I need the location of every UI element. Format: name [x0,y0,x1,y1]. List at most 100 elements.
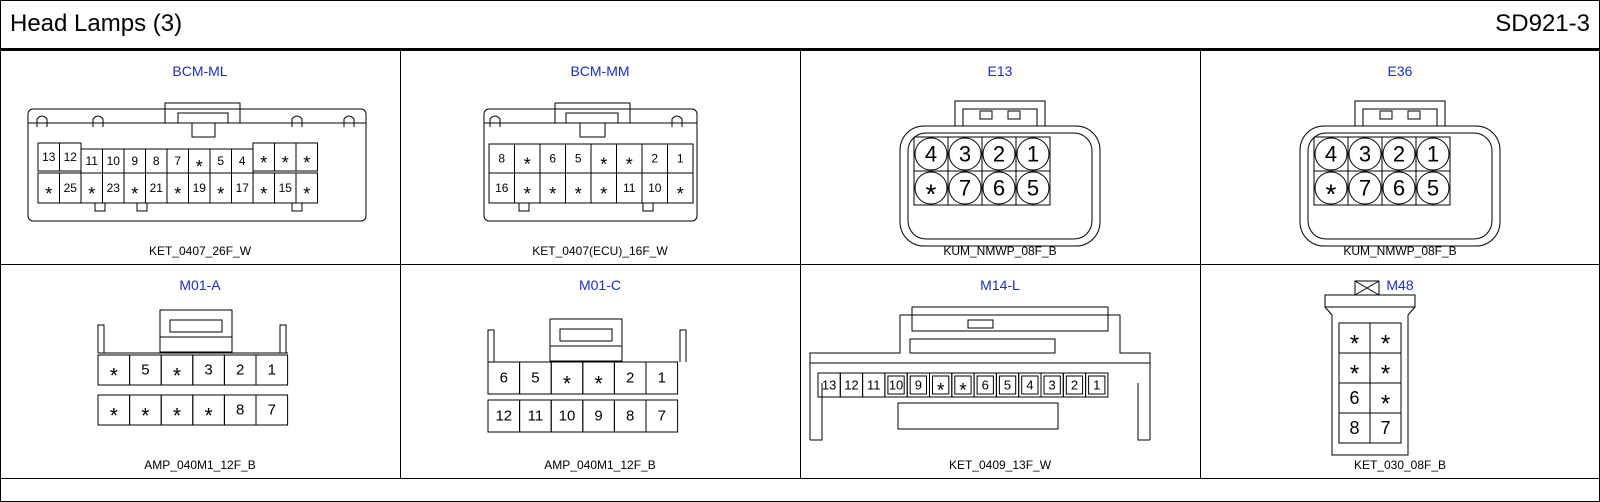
latch-notch [1007,110,1021,120]
connector-body [1299,125,1501,247]
pin-label: * [173,365,181,388]
key-notch [518,202,530,212]
pin-label: 7 [658,408,666,425]
lock-tab [92,115,104,127]
latch-cross [1354,280,1380,296]
pin-label: 3 [204,362,212,379]
pin-label: 1 [1427,142,1439,167]
pin-label: 21 [150,181,164,195]
pin-circle [1314,137,1348,171]
pin-circle [1348,137,1382,171]
pin-label: * [303,184,310,204]
pin-label: 8 [626,408,634,425]
pin-label: 5 [141,362,149,379]
pin-circle [1314,171,1348,205]
pin-label: 1 [677,152,684,166]
connector-part-number: KET_030_08F_B [1353,458,1447,472]
pin-cell-inner [932,375,950,395]
pin-label: 12 [844,378,858,393]
pin-circle [982,171,1016,205]
pin-label: 6 [549,152,556,166]
pin-label: 7 [268,402,276,419]
pin-label: 6 [982,378,989,393]
pin-label: * [926,179,937,210]
pin-label: 2 [993,142,1005,167]
pin-label: 15 [279,181,293,195]
pin-label: 19 [193,181,207,195]
key-notch [136,202,148,212]
pin-label: 5 [1027,176,1039,201]
connector-id: M14-L [980,277,1020,293]
pin-label: 7 [959,176,971,201]
pin-label: * [1381,391,1390,418]
pin-label: * [575,184,582,204]
pin-label: * [937,381,945,402]
pin-circle [1416,171,1450,205]
pin-circle [1016,171,1050,205]
pin-label: 1 [1093,378,1100,393]
pin-label: 11 [528,408,544,425]
side-post [279,324,287,353]
pin-cell-inner [887,375,905,395]
column-divider [800,51,801,478]
connector-part-number: KET_0407_26F_W [148,244,252,258]
pin-label: 10 [559,408,576,425]
pin-label: 13 [822,378,836,393]
pin-label: 4 [1325,142,1337,167]
pin-label: 1 [1027,142,1039,167]
pin-label: 3 [959,142,971,167]
pin-cell-inner [909,375,927,395]
connector-id: M01-A [179,277,221,293]
connector-body [27,108,367,222]
pin-label: 2 [651,152,658,166]
pin-label: 3 [1049,378,1056,393]
pin-cell [1415,170,1451,206]
pin-label: 8 [1349,418,1359,438]
latch-housing [549,318,623,362]
pin-label: 5 [1427,176,1439,201]
pin-cell-inner [954,375,972,395]
pin-label: 8 [153,154,160,168]
pin-label: 12 [495,408,512,425]
latch-frame [954,100,1046,126]
latch-notch [967,319,994,329]
pin-label: 7 [174,154,181,168]
pin-circle [914,171,948,205]
pin-cell [1015,170,1051,206]
pin-label: 1 [268,362,276,379]
connector-body [483,108,698,222]
latch-notch [1379,110,1393,120]
connector-inner [1307,132,1493,240]
pin-cell-inner [976,375,994,395]
latch-inner [962,108,1038,126]
pin-label: 12 [64,150,78,164]
pin-label: 6 [1349,388,1359,408]
lock-tab [36,115,48,127]
pin-label: * [1381,361,1390,388]
pin-label: 5 [217,154,224,168]
pin-label: 2 [626,370,634,387]
pin-label: 9 [594,408,602,425]
pin-label: 4 [925,142,937,167]
pin-circle [948,171,982,205]
pin-label: * [600,155,607,175]
pin-circle [948,137,982,171]
key-notch [94,202,106,212]
pin-label: 10 [889,378,903,393]
connector-id: E13 [987,63,1013,79]
pin-label: 2 [236,362,244,379]
pin-circle [1016,137,1050,171]
pin-cell [645,399,679,433]
connector-part-number: AMP_040M1_12F_B [544,458,656,472]
pin-label: * [217,184,224,204]
pin-label: * [205,405,213,428]
pin-cell [255,354,289,386]
